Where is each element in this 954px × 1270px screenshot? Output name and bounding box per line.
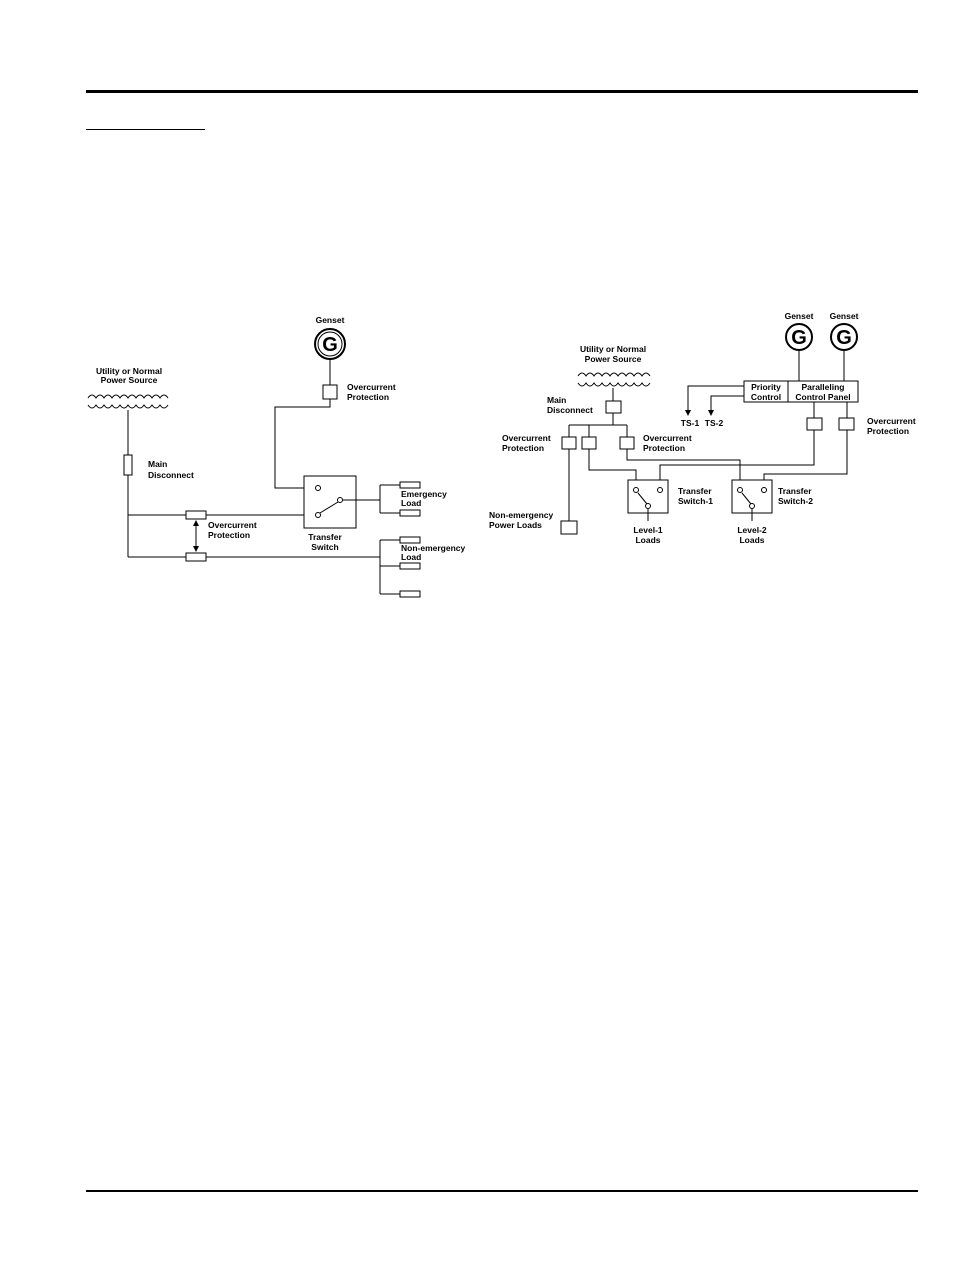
right-nonemergency-load [560,520,578,535]
left-genset-inner-ring [317,331,343,357]
right-feeder-breaker-2 [581,436,597,450]
left-switch-contact-bottom [315,512,321,518]
right-ts2-arrow [708,410,714,416]
left-emergency-breaker [185,510,207,520]
left-utility-line2: Power Source [101,375,158,385]
right-transfer-switch1-line1: Transfer [678,486,712,496]
left-transformer-secondary [87,404,169,409]
left-emergency-load-2 [399,509,421,517]
right-ts2-label: TS-2 [705,418,724,428]
right-genset-breaker-2 [838,417,855,431]
right-paralleling-panel-line1: Paralleling [802,382,845,392]
right-priority-control-line2: Control [751,392,781,402]
left-main-disconnect-line1: Main [148,459,167,469]
right-genset-breaker-1 [806,417,823,431]
left-nonemergency-load-3 [399,590,421,598]
right-ts2-contact-normal [737,487,743,493]
right-priority-control-line1: Priority [751,382,781,392]
right-feeder-breaker-1 [561,436,577,450]
left-nonemergency-load-line1: Non-emergency [401,543,466,553]
left-main-disconnect-line2: Disconnect [148,470,194,480]
right-main-disconnect-line2: Disconnect [547,405,593,415]
right-main-disconnect [605,400,622,414]
right-main-disconnect-line1: Main [547,395,566,405]
left-switch-contact-common [337,497,343,503]
right-overcurrent-right-line2: Protection [867,426,909,436]
right-genset2-label: Genset [830,311,859,321]
right-ts2-blade [741,492,752,505]
left-emergency-load-line2: Load [401,498,421,508]
right-level2-loads-line2: Loads [739,535,764,545]
right-emergency-feed-1 [659,430,815,486]
right-ts2-signal [710,395,744,412]
left-overcurrent-mid-line1: Overcurrent [208,520,257,530]
left-transformer-primary [87,394,169,399]
right-ts1-contact-common [645,503,651,509]
left-switch-contact-top [315,485,321,491]
left-overcurrent-top-line1: Overcurrent [347,382,396,392]
right-ts1-label: TS-1 [681,418,700,428]
right-diagram: Genset G Genset G Priority Control Paral… [489,311,916,545]
left-genset-to-switch-wire [274,399,331,489]
right-genset1-letter: G [791,327,807,349]
left-interlock-arrow-up [193,520,199,526]
left-genset-label: Genset [316,315,345,325]
left-utility-line1: Utility or Normal [96,366,162,376]
right-overcurrent-left-line1: Overcurrent [502,433,551,443]
right-level2-loads-line1: Level-2 [737,525,767,535]
left-main-disconnect [123,454,133,476]
left-nonemergency-load-1 [399,536,421,544]
right-ts2-contact-emergency [761,487,767,493]
left-overcurrent-top-line2: Protection [347,392,389,402]
right-ts1-signal [687,385,744,412]
left-emergency-load-line1: Emergency [401,489,447,499]
right-utility-line1: Utility or Normal [580,344,646,354]
right-transfer-switch1-line2: Switch-1 [678,496,713,506]
left-transfer-switch-line2: Switch [311,542,338,552]
left-nonemergency-load-line2: Load [401,552,421,562]
right-transfer-switch2-line1: Transfer [778,486,812,496]
right-nonemergency-loads-line2: Power Loads [489,520,542,530]
section-underline [86,129,205,130]
right-ts1-contact-emergency [657,487,663,493]
right-transformer-secondary [577,382,651,387]
right-normal-feed-2 [626,449,741,486]
right-ts2-contact-common [749,503,755,509]
right-paralleling-panel [787,380,859,403]
left-transfer-switch [303,475,357,529]
left-genset-letter: G [322,334,338,356]
right-paralleling-panel-line2: Control Panel [795,392,850,402]
right-ts1-contact-normal [633,487,639,493]
left-nonemergency-load-2 [399,562,421,570]
right-overcurrent-right-line1: Overcurrent [867,416,916,426]
left-nonemergency-breaker [185,552,207,562]
right-genset2-letter: G [836,327,852,349]
right-utility-line2: Power Source [585,354,642,364]
right-transfer-switch2-line2: Switch-2 [778,496,813,506]
right-level1-loads-line1: Level-1 [633,525,663,535]
left-transfer-switch-line1: Transfer [308,532,342,542]
right-overcurrent-center-line1: Overcurrent [643,433,692,443]
right-emergency-feed-2 [763,430,848,486]
left-diagram: Genset G Overcurrent Protection Utility … [87,315,466,598]
right-ts1-arrow [685,410,691,416]
left-emergency-load-1 [399,481,421,489]
left-switch-blade [319,501,339,514]
header-rule [86,90,918,93]
right-genset1-label: Genset [785,311,814,321]
footer-rule [86,1190,918,1192]
right-nonemergency-loads-line1: Non-emergency [489,510,554,520]
right-overcurrent-left-line2: Protection [502,443,544,453]
right-feeder-breaker-3 [619,436,635,450]
left-overcurrent-mid-line2: Protection [208,530,250,540]
right-normal-feed-1 [588,449,637,486]
right-level1-loads-line2: Loads [635,535,660,545]
right-transformer-primary [577,372,651,377]
left-genset-overcurrent-box [322,384,338,400]
right-ts1-blade [637,492,648,505]
left-interlock-arrow-down [193,546,199,552]
right-overcurrent-center-line2: Protection [643,443,685,453]
